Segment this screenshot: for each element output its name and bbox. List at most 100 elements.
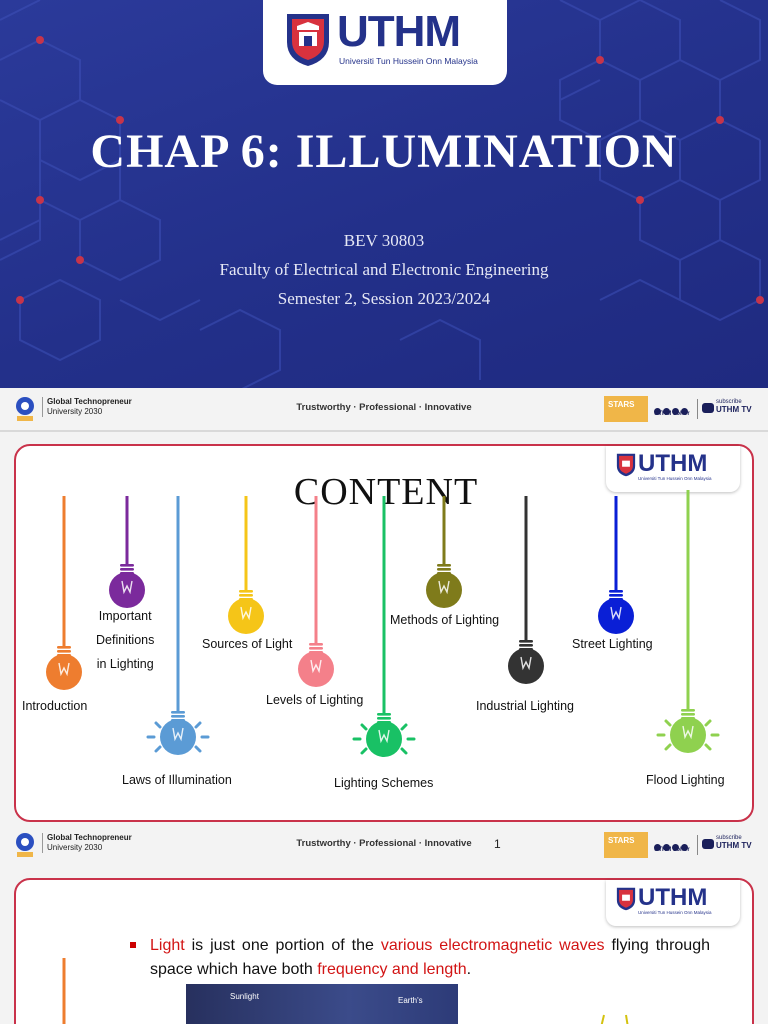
light-slide: UTHM Universiti Tun Hussein Onn Malaysia… xyxy=(0,866,768,1024)
stars-text: STARS xyxy=(608,836,635,845)
footer-divider xyxy=(697,399,698,419)
bulb-glow-ray xyxy=(664,743,672,751)
uthm-tv-label: subscribe UTHM TV xyxy=(716,835,752,851)
topic-label-7: Industrial Lighting xyxy=(476,694,574,718)
stars-text: STARS xyxy=(608,400,635,409)
motto: Trustworthy · Professional · Innovative xyxy=(296,838,472,849)
bulb-socket-ring xyxy=(239,594,253,597)
bulb-9 xyxy=(656,490,720,753)
gt-line2: University 2030 xyxy=(47,843,103,852)
bulb-glass xyxy=(366,721,402,757)
semester-info: Semester 2, Session 2023/2024 xyxy=(277,289,491,308)
bulb-glass xyxy=(160,719,196,755)
bulb-7 xyxy=(508,496,544,684)
topic-label-5: Lighting Schemes xyxy=(334,771,433,795)
bulb-socket-ring xyxy=(57,650,71,653)
bulb-glass xyxy=(426,572,462,608)
topic-label-line: Definitions xyxy=(96,633,155,647)
gt-line1: Global Technopreneur xyxy=(47,833,132,842)
topic-label-8: Street Lighting xyxy=(572,632,653,656)
bulb-topics-graphic xyxy=(46,490,720,757)
logo-wordmark: UTHM xyxy=(638,884,708,911)
bulb-filament xyxy=(520,656,532,671)
course-code: BEV 30803 xyxy=(343,231,425,250)
bulb-filament xyxy=(240,606,252,621)
term-light: Light xyxy=(150,937,185,954)
bulb-filament xyxy=(310,659,322,674)
bulb-4 xyxy=(298,496,334,687)
bulb-glow-ray xyxy=(194,721,202,729)
logo-subtitle: Universiti Tun Hussein Onn Malaysia xyxy=(339,56,478,66)
linkedin-icon xyxy=(681,844,688,851)
topic-label-line: Laws of Illumination xyxy=(122,773,232,787)
bulb-glow-ray xyxy=(154,721,162,729)
bulb-glass xyxy=(670,717,706,753)
tv-name: UTHM TV xyxy=(716,405,752,414)
bulb-socket-ring xyxy=(120,564,134,567)
bullet-square-icon xyxy=(130,942,136,948)
sunlight-earth-image: Sunlight Earth's xyxy=(186,984,458,1024)
uthm-shield-icon xyxy=(616,887,636,911)
gt-line2: University 2030 xyxy=(47,407,103,416)
bulb-glass xyxy=(109,572,145,608)
bulb-glass xyxy=(298,651,334,687)
youtube-icon xyxy=(702,403,714,413)
bulb-socket-ring xyxy=(681,709,695,712)
topic-label-0: Introduction xyxy=(22,694,87,718)
bulb-8 xyxy=(598,496,634,634)
sunlight-label: Sunlight xyxy=(230,992,259,1001)
bulb-socket-ring xyxy=(309,647,323,650)
topic-label-3: Sources of Light xyxy=(202,632,292,656)
social-label: UTHM Johor xyxy=(654,411,690,417)
faculty-name: Faculty of Electrical and Electronic Eng… xyxy=(219,260,549,279)
bulb-glass xyxy=(508,648,544,684)
topic-label-line: Sources of Light xyxy=(202,637,293,651)
bulb-5 xyxy=(352,496,416,757)
light-bullet-point: Light is just one portion of the various… xyxy=(130,934,710,982)
bulb-glow-ray xyxy=(360,723,368,731)
bulb-socket-ring xyxy=(681,713,695,716)
bulb-glass xyxy=(228,598,264,634)
youtube-icon xyxy=(702,839,714,849)
topic-label-6: Methods of Lighting xyxy=(390,608,499,632)
uthm-corner-logo: UTHM Universiti Tun Hussein Onn Malaysia xyxy=(606,880,740,926)
uthm-shield-icon xyxy=(616,453,636,477)
chapter-title: CHAP 6: ILLUMINATION xyxy=(90,125,678,178)
tv-subscribe: subscribe xyxy=(716,399,742,405)
slide-footer-2: Global Technopreneur University 2030 Tru… xyxy=(0,824,768,866)
topic-label-line: Industrial Lighting xyxy=(476,699,574,713)
bulb-socket-ring xyxy=(309,643,323,646)
uthm-corner-logo: UTHM Universiti Tun Hussein Onn Malaysia xyxy=(606,446,740,492)
facebook-icon xyxy=(654,408,661,415)
bulb-socket-ring xyxy=(609,594,623,597)
topic-label-9: Flood Lighting xyxy=(646,768,725,792)
global-technopreneur-badge-icon xyxy=(16,397,34,421)
gt-university-text: Global Technopreneur University 2030 xyxy=(42,833,132,853)
term-frequency-length: frequency and length xyxy=(317,961,467,978)
bulb-glow-ray xyxy=(400,747,408,755)
footer-divider xyxy=(697,835,698,855)
logo-wordmark: UTHM xyxy=(638,450,708,477)
gt-university-text: Global Technopreneur University 2030 xyxy=(42,397,132,417)
bulb-socket-ring xyxy=(609,590,623,593)
page-number: 1 xyxy=(494,837,501,851)
bulb-filament xyxy=(610,606,622,621)
bulb-socket-ring xyxy=(437,564,451,567)
bulb-filament xyxy=(58,662,70,677)
bulb-glow-ray xyxy=(704,743,712,751)
bulb-glow-ray xyxy=(154,745,162,753)
topic-label-4: Levels of Lighting xyxy=(266,688,363,712)
bulb-socket-ring xyxy=(239,590,253,593)
topic-label-line: Introduction xyxy=(22,699,88,713)
tv-name: UTHM TV xyxy=(716,841,752,850)
earth-label: Earth's xyxy=(398,996,423,1005)
bulb-filament xyxy=(682,725,694,740)
bulb-socket-ring xyxy=(120,568,134,571)
topic-label-line: Methods of Lighting xyxy=(390,613,500,627)
uthm-shield-icon xyxy=(287,14,329,66)
topic-label-2: Laws of Illumination xyxy=(122,768,232,792)
bulb-glow-ray xyxy=(664,719,672,727)
facebook-icon xyxy=(654,844,661,851)
bulb-glass xyxy=(46,654,82,690)
topic-label-line: Lighting Schemes xyxy=(334,776,434,790)
